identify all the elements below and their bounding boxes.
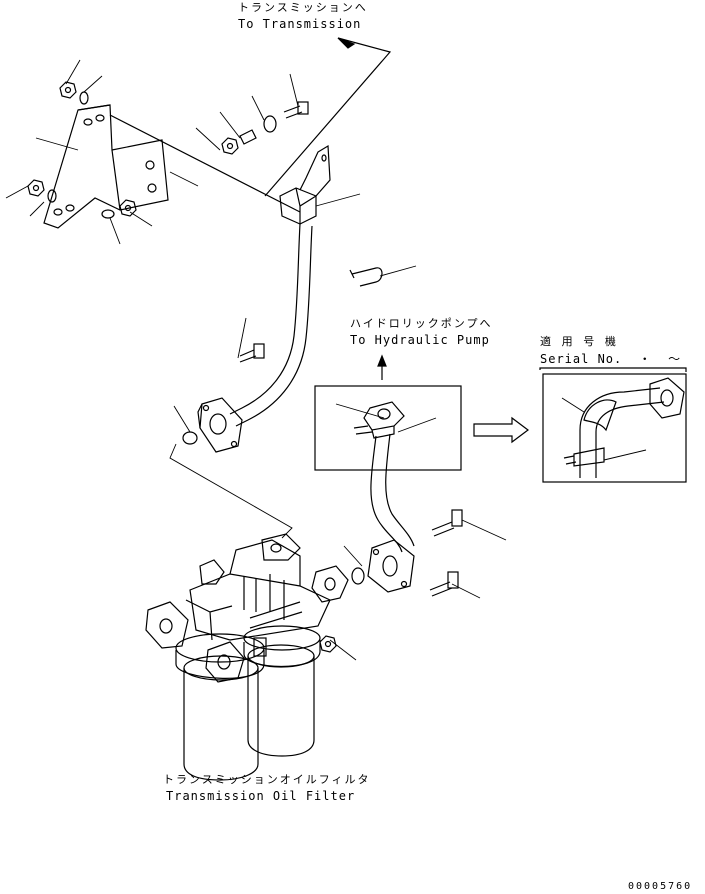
upper-flange [197, 397, 243, 453]
hardware-nuts-washers [27, 81, 309, 219]
lower-flange [367, 539, 415, 593]
hydraulic-pump-box [314, 354, 462, 471]
transmission-oil-filter [145, 533, 349, 781]
lower-o-ring [351, 567, 365, 585]
to-hydraulic-pump-label-jp: ハイドロリックポンプへ [350, 317, 493, 330]
lower-oil-pipe [370, 433, 415, 553]
upper-o-ring [182, 431, 198, 445]
serial-inset-box [539, 367, 687, 483]
inset-arrow [473, 416, 529, 444]
upper-oil-pipe [229, 144, 331, 427]
to-transmission-label-en: To Transmission [238, 17, 362, 31]
drawing-number: 00005760 [628, 881, 693, 892]
serial-label-jp: 適 用 号 機 [540, 335, 618, 348]
mounting-bracket [43, 104, 301, 229]
serial-label-en: Serial No. ・ ～ [540, 352, 682, 366]
to-transmission-label-jp: トランスミッションへ [238, 1, 368, 14]
part-leader-lines [5, 59, 507, 661]
transmission-direction-arrow [264, 37, 392, 197]
hairpin-clip [349, 267, 383, 287]
filter-label-en: Transmission Oil Filter [166, 789, 356, 803]
to-hydraulic-pump-label-en: To Hydraulic Pump [350, 333, 490, 347]
filter-label-jp: トランスミッションオイルフィルタ [163, 773, 371, 786]
upper-flange-bolt [239, 343, 265, 363]
lower-flange-bolts [429, 509, 463, 597]
